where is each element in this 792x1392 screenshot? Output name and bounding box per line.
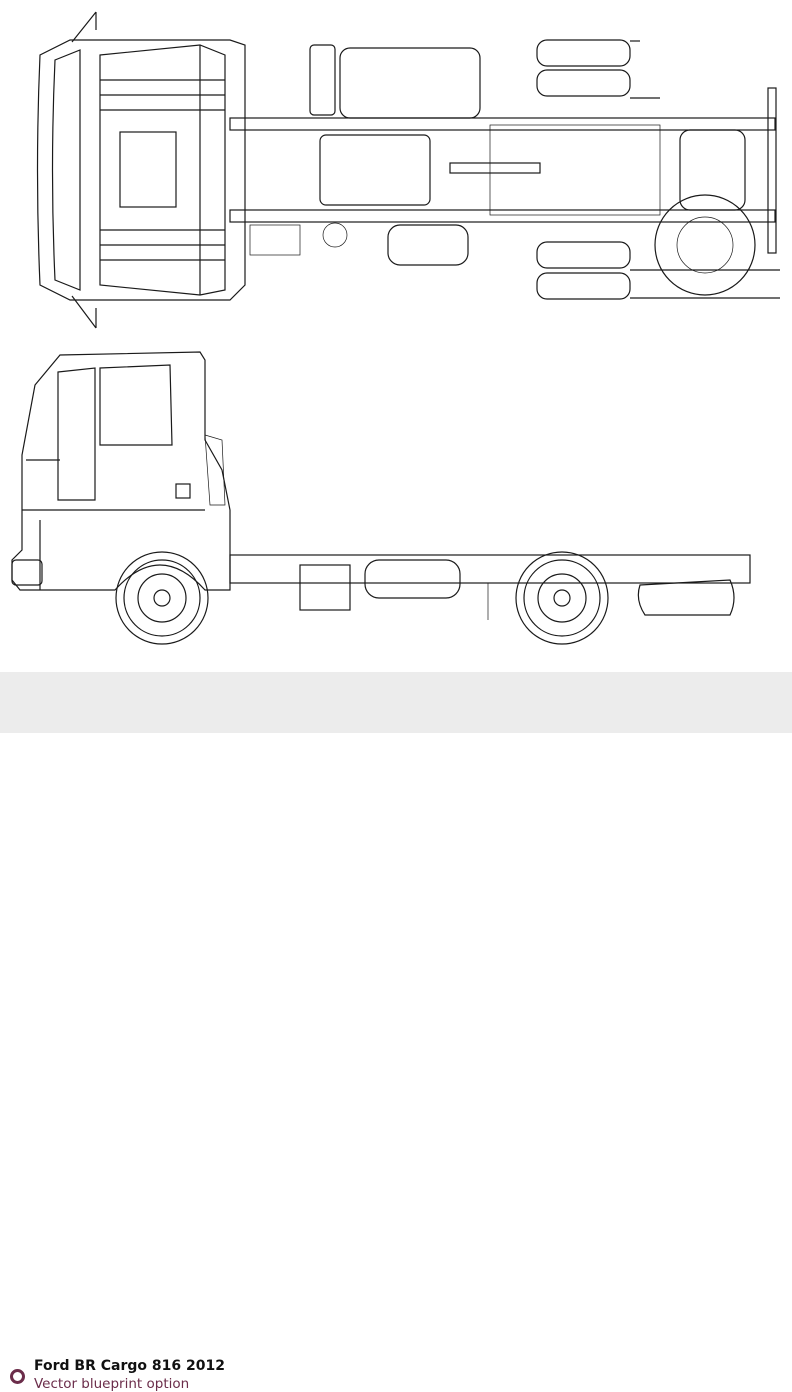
tire-rear-right (536, 241, 631, 300)
truck-blueprint (11, 11, 780, 645)
side-view (11, 351, 751, 645)
top-view (36, 11, 780, 329)
caption-subtitle: Vector blueprint option (34, 1376, 190, 1392)
wheel-rear (515, 551, 609, 645)
caption-bar: Ford BR Cargo 816 2012 Vector blueprint … (0, 672, 792, 1392)
caption-title: Ford BR Cargo 816 2012 (34, 1358, 225, 1374)
tire-rear-left (536, 39, 631, 97)
bullet-icon (10, 1369, 25, 1384)
wheel-front (115, 551, 209, 645)
